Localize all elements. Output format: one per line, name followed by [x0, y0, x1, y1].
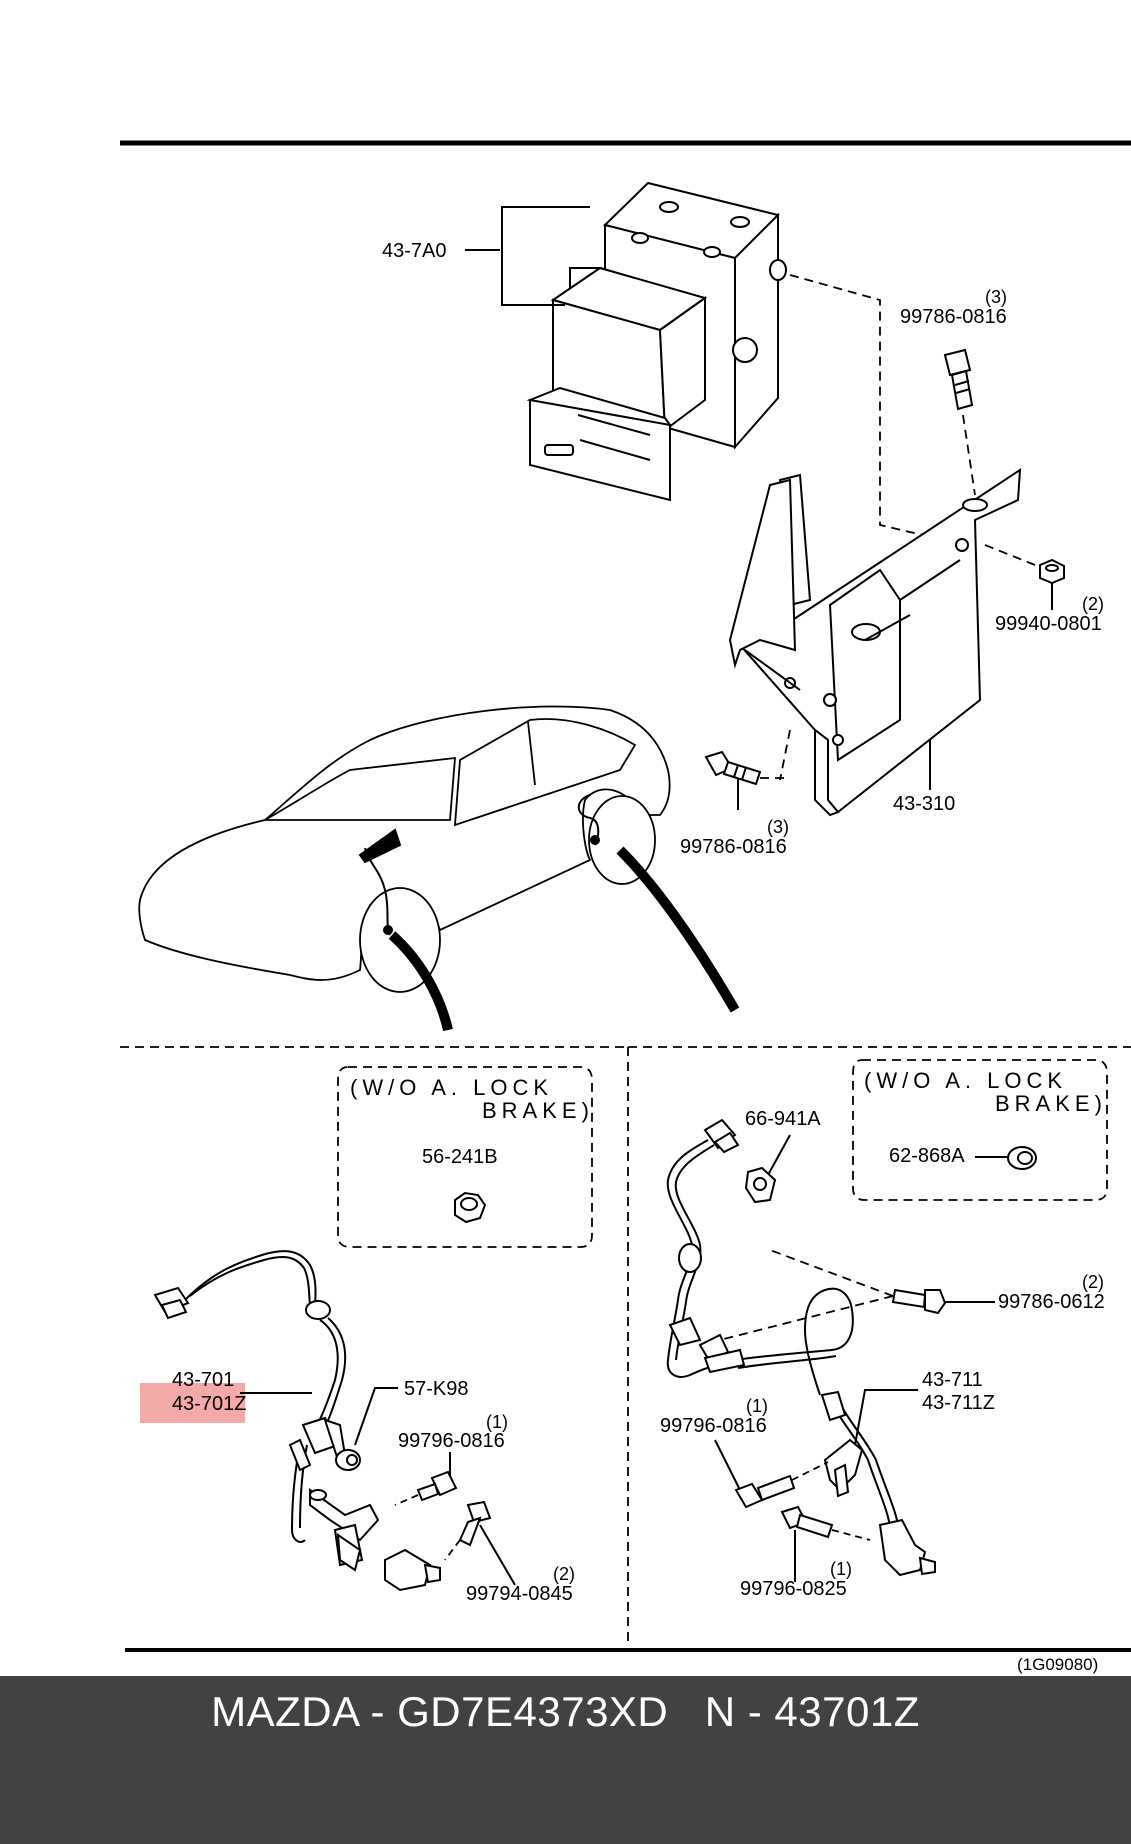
bolt-rear-a-dash2 [769, 1249, 894, 1297]
callout-front-arc [388, 931, 453, 1032]
bolt-front-b-leader [479, 1524, 516, 1586]
label-sensor-front-b: 43-701Z [172, 1393, 247, 1415]
cap-right [1007, 1146, 1037, 1170]
note-left-line1: (W/O A. LOCK [350, 1075, 553, 1100]
qty-bolt-rear-b: (1) [746, 1396, 768, 1416]
footer-bar: MAZDA - GD7E4373XD N - 43701Z [0, 1676, 1131, 1844]
label-clip-rear: 66-941A [745, 1108, 821, 1130]
qty-bolt-rear-c: (1) [830, 1559, 852, 1579]
bolt-rear-b [734, 1474, 796, 1509]
bolt-front-b-dash [444, 1539, 461, 1561]
label-clip-front: 57-K98 [404, 1378, 469, 1400]
note-right-line1: (W/O A. LOCK [864, 1068, 1067, 1093]
hcu-unit [526, 181, 787, 502]
bolt-rear-b-dash [791, 1461, 829, 1481]
label-cap-left: 56-241B [422, 1146, 498, 1168]
parts-diagram: 43-7A0 (3) 99786-0816 43-310 [120, 140, 1131, 1674]
callout-rear-arc [616, 846, 740, 1013]
front-sensor-parts [153, 1286, 441, 1592]
bolt-rear-a [891, 1288, 947, 1315]
label-bolt-front-a: 99796-0816 [398, 1430, 505, 1452]
car-outline [138, 705, 671, 993]
label-bolt-rear-b: 99796-0816 [660, 1415, 767, 1437]
diagram-ref: (1G09080) [1017, 1655, 1098, 1674]
rear-sensor-parts [668, 1118, 936, 1577]
cap-left [454, 1191, 487, 1224]
bolt-rear-b-leader [714, 1439, 741, 1491]
note-right-line2: BRAKE) [995, 1091, 1107, 1116]
label-cap-right: 62-868A [889, 1145, 965, 1167]
bolt-front-a-dash [394, 1494, 419, 1506]
label-sensor-rear-b: 43-711Z [922, 1392, 995, 1414]
qty-bolt-rear-a: (2) [1082, 1272, 1104, 1292]
bolt-front-b [458, 1500, 492, 1547]
label-bolt-rear-c: 99796-0825 [740, 1578, 847, 1600]
bolt-top [943, 348, 974, 411]
bolt-rear-c [780, 1505, 834, 1539]
note-left-line2: BRAKE) [482, 1098, 594, 1123]
qty-bolt-mid: (3) [767, 817, 789, 837]
label-bolt-top: 99786-0816 [900, 306, 1007, 328]
clip-rear-leader [767, 1134, 791, 1176]
bolt-mid [704, 750, 762, 810]
qty-bolt-front-a: (1) [486, 1412, 508, 1432]
qty-bolt-top: (3) [985, 287, 1007, 307]
bolt-front-a [416, 1470, 458, 1502]
label-bracket: 43-310 [893, 793, 955, 815]
nut [1039, 558, 1065, 610]
label-bolt-mid: 99786-0816 [680, 836, 787, 858]
label-bolt-front-b: 99794-0845 [466, 1583, 573, 1605]
car-wiring [358, 794, 600, 936]
label-bolt-rear-a: 99786-0612 [998, 1291, 1105, 1313]
part-number-title: MAZDA - GD7E4373XD N - 43701Z [211, 1688, 920, 1735]
qty-nut: (2) [1082, 594, 1104, 614]
sensor-rear-leader [854, 1389, 918, 1446]
label-sensor-front-a: 43-701 [172, 1369, 234, 1391]
panel-frames [120, 1046, 1131, 1645]
bolt-rear-c-dash [831, 1529, 871, 1541]
clip-front [335, 1449, 361, 1471]
hcu-leader [465, 206, 590, 306]
label-hcu: 43-7A0 [382, 240, 447, 262]
highlight-box [140, 1383, 245, 1423]
bracket-43-310 [728, 468, 1022, 817]
label-nut: 99940-0801 [995, 613, 1102, 635]
rear-sensor-harness [666, 1139, 899, 1531]
label-sensor-rear-a: 43-711 [922, 1369, 983, 1391]
clip-front-leader [354, 1387, 398, 1446]
qty-bolt-front-b: (2) [553, 1564, 575, 1584]
clip-rear [744, 1166, 777, 1204]
